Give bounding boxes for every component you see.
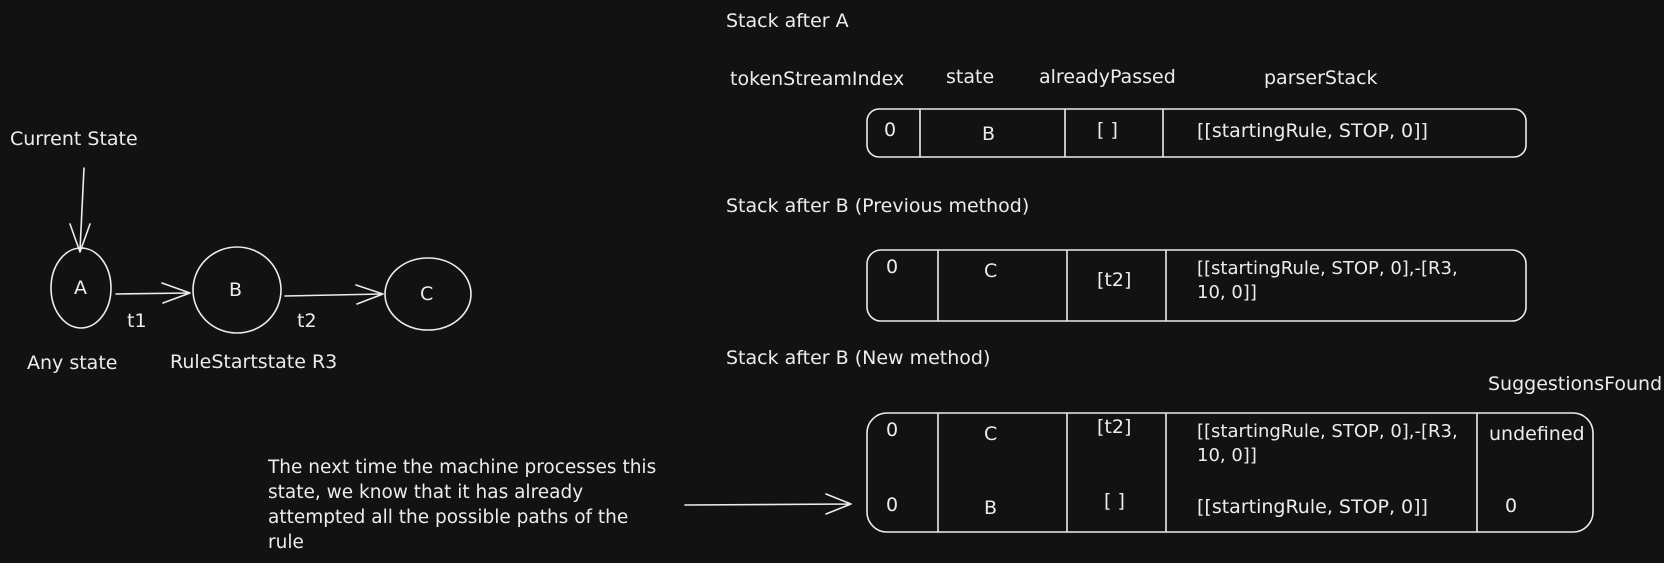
table-cell-already-passed: [ ] (1104, 490, 1125, 512)
current-state-arrow (69, 167, 91, 253)
stack-table-previous-method (866, 249, 1527, 322)
table-cell-token-stream-index: 0 (886, 419, 899, 441)
node-caption-a: Any state (27, 352, 118, 374)
state-node-a (50, 247, 112, 329)
column-header-state: state (946, 66, 995, 88)
transition-arrow-t2 (284, 284, 384, 305)
table-cell-parser-stack: [[startingRule, STOP, 0],-[R3, 10, 0]] (1197, 421, 1458, 466)
table-cell-state: B (982, 123, 996, 145)
table-cell-state: B (984, 497, 998, 519)
column-header-suggestions-found: SuggestionsFound (1488, 373, 1663, 395)
table-cell-token-stream-index: 0 (886, 494, 899, 516)
column-header-already-passed: alreadyPassed (1039, 66, 1176, 88)
stack-table-after-a (866, 108, 1527, 158)
table-cell-suggestions-found: undefined (1489, 423, 1585, 445)
table-cell-state: C (984, 260, 998, 282)
table-cell-state: C (984, 423, 998, 445)
table-cell-parser-stack: [[startingRule, STOP, 0]] (1197, 496, 1428, 518)
table-cell-parser-stack: [[startingRule, STOP, 0],-[R3, 10, 0]] (1197, 258, 1458, 303)
stack-title-after-a: Stack after A (726, 10, 849, 32)
edge-label-t1: t1 (127, 310, 147, 332)
node-label-b: B (229, 279, 243, 301)
node-label-a: A (74, 277, 87, 299)
table-cell-already-passed: [t2] (1097, 416, 1132, 438)
stack-title-new-method: Stack after B (New method) (726, 347, 991, 369)
stack-title-previous-method: Stack after B (Previous method) (726, 195, 1030, 217)
table-cell-token-stream-index: 0 (884, 119, 897, 141)
note-arrow (684, 493, 852, 515)
state-node-c (384, 257, 472, 331)
column-header-parser-stack: parserStack (1264, 67, 1378, 89)
explanation-note: The next time the machine processes this… (268, 457, 657, 553)
table-cell-parser-stack: [[startingRule, STOP, 0]] (1197, 120, 1428, 142)
column-header-token-stream-index: tokenStreamIndex (730, 68, 905, 90)
current-state-label: Current State (10, 128, 138, 150)
state-node-b (192, 246, 282, 334)
table-cell-already-passed: [t2] (1097, 269, 1132, 291)
table-cell-token-stream-index: 0 (886, 256, 899, 278)
stack-table-new-method (866, 412, 1594, 533)
node-caption-b: RuleStartstate R3 (170, 351, 338, 373)
table-cell-already-passed: [ ] (1097, 119, 1118, 141)
edge-label-t2: t2 (297, 310, 317, 332)
node-label-c: C (420, 283, 434, 305)
table-cell-suggestions-found: 0 (1505, 495, 1518, 517)
transition-arrow-t1 (115, 282, 191, 304)
